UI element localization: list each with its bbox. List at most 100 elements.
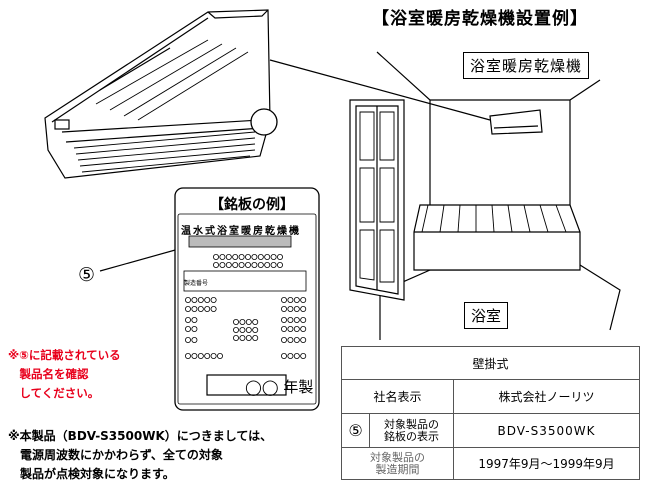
nameplate-dot	[210, 296, 217, 303]
nameplate-dot	[225, 261, 232, 268]
nameplate-serial-label: 製造番号	[184, 280, 209, 287]
nameplate-dot	[212, 261, 219, 268]
nameplate-dot	[276, 261, 283, 268]
nameplate-dot	[239, 318, 246, 325]
nameplate-dot	[287, 316, 294, 323]
model-value: BDV-S3500WK	[453, 413, 640, 448]
nameplate-dot	[300, 352, 307, 359]
nameplate-dot	[210, 305, 217, 312]
nameplate-dot	[287, 305, 294, 312]
nameplate-dot	[300, 316, 307, 323]
bathroom-drawing	[349, 51, 621, 340]
spec-header: 壁掛式	[341, 346, 640, 380]
device-label: 浴室暖房乾燥機	[463, 52, 590, 79]
nameplate-dot	[197, 305, 204, 312]
nameplate-dot	[293, 325, 300, 332]
nameplate-dot	[300, 325, 307, 332]
nameplate-dot	[270, 253, 277, 260]
nameplate-dot	[191, 305, 198, 312]
nameplate-dot	[184, 325, 191, 332]
nameplate-dot	[280, 325, 287, 332]
nameplate-dot	[280, 296, 287, 303]
callout-number: ⑤	[78, 264, 96, 286]
nameplate-dot	[210, 352, 217, 359]
red-note: ※⑤に記載されている 製品名を確認 してください。	[8, 348, 121, 400]
nameplate-dot	[287, 296, 294, 303]
nameplate-dot	[287, 336, 294, 343]
nameplate-dot	[239, 326, 246, 333]
company-label: 社名表示	[341, 379, 454, 414]
nameplate-dot	[219, 253, 226, 260]
product-name-field	[188, 235, 292, 248]
nameplate-dot	[300, 305, 307, 312]
nameplate-display-label: 対象製品の 銘板の表示	[369, 413, 454, 448]
callout-leader-line	[99, 246, 187, 272]
nameplate-dot	[276, 253, 283, 260]
nameplate-dot	[251, 253, 258, 260]
nameplate-dots	[184, 253, 307, 359]
nameplate-dot	[232, 318, 239, 325]
bottom-note: ※本製品（BDV-S3500WK）につきましては、 電源周波数にかかわらず、全て…	[8, 429, 273, 481]
nameplate-dot	[257, 261, 264, 268]
company-value: 株式会社ノーリツ	[453, 379, 640, 414]
nameplate-dot	[204, 305, 211, 312]
nameplate-dot	[212, 253, 219, 260]
nameplate-dot	[264, 253, 271, 260]
nameplate-dot	[225, 253, 232, 260]
nameplate-heading: 【銘板の例】	[210, 197, 294, 213]
nameplate-dot	[191, 352, 198, 359]
nameplate-dot	[245, 318, 252, 325]
nameplate-dot	[300, 336, 307, 343]
nameplate-dot	[204, 352, 211, 359]
nameplate-dot	[232, 261, 239, 268]
nameplate-dot	[252, 334, 259, 341]
nameplate-dot	[245, 334, 252, 341]
nameplate-dot	[216, 352, 223, 359]
nameplate-dot	[244, 253, 251, 260]
nameplate-dot	[300, 296, 307, 303]
nameplate-dot	[184, 296, 191, 303]
nameplate-dot	[293, 305, 300, 312]
page-title: 【浴室暖房乾燥機設置例】	[372, 9, 588, 29]
nameplate-dot	[244, 261, 251, 268]
wall-unit-drawing	[44, 9, 278, 179]
nameplate-dot	[280, 316, 287, 323]
nameplate-dot	[257, 253, 264, 260]
nameplate-dot	[287, 325, 294, 332]
row-number: ⑤	[341, 413, 370, 448]
unit-leader-line	[269, 59, 491, 121]
nameplate-dot	[204, 296, 211, 303]
nameplate-dot	[184, 336, 191, 343]
nameplate-dot	[287, 352, 294, 359]
nameplate-dot	[184, 305, 191, 312]
period-value: 1997年9月～1999年9月	[453, 447, 640, 480]
nameplate-dot	[191, 325, 198, 332]
nameplate-dot	[293, 352, 300, 359]
nameplate-dot	[191, 316, 198, 323]
nameplate-product-type: 温水式浴室暖房乾燥機	[181, 226, 301, 237]
nameplate-dot	[191, 296, 198, 303]
nameplate-dot	[197, 296, 204, 303]
nameplate-dot	[191, 336, 198, 343]
nameplate-dot	[264, 261, 271, 268]
spec-table: 壁掛式 社名表示 株式会社ノーリツ ⑤ 対象製品の 銘板の表示 BDV-S350…	[341, 346, 640, 480]
room-label: 浴室	[464, 302, 509, 329]
nameplate-dot	[251, 261, 258, 268]
nameplate-dot	[197, 352, 204, 359]
nameplate-dot	[270, 261, 277, 268]
nameplate-dot	[232, 253, 239, 260]
nameplate-dot	[280, 352, 287, 359]
nameplate-dot	[219, 261, 226, 268]
nameplate-dot	[238, 261, 245, 268]
nameplate-dot	[232, 334, 239, 341]
nameplate-dot	[293, 336, 300, 343]
nameplate-dot	[252, 326, 259, 333]
nameplate-dot	[293, 296, 300, 303]
period-label: 対象製品の 製造期間	[341, 447, 454, 480]
nameplate-dot	[280, 336, 287, 343]
nameplate-dot	[293, 316, 300, 323]
nameplate-dot	[238, 253, 245, 260]
nameplate-dot	[239, 334, 246, 341]
nameplate-year: ◯◯ 年製	[245, 378, 314, 396]
